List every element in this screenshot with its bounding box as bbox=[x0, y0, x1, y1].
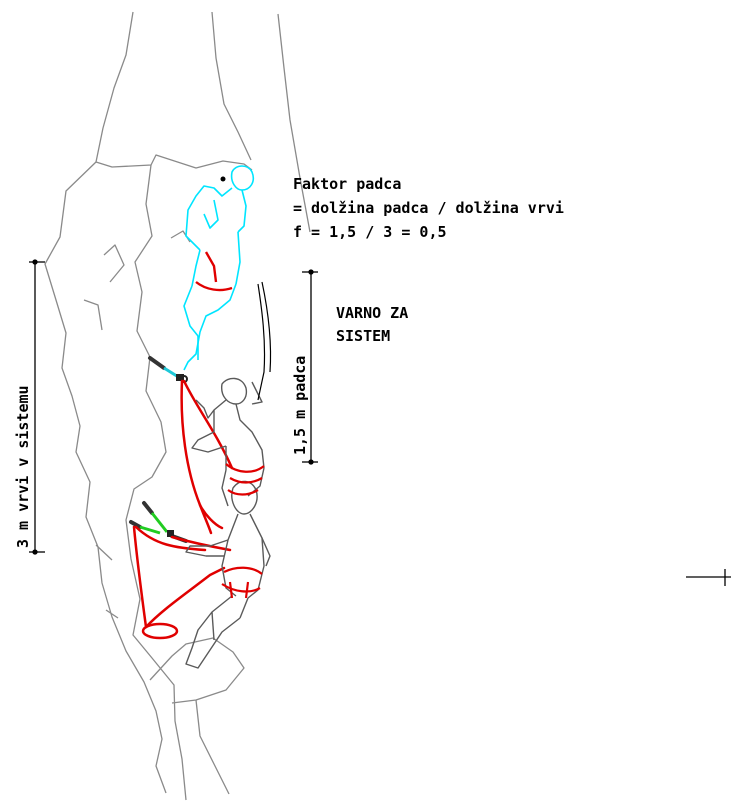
fall-path-lines bbox=[258, 282, 271, 400]
formula-definition: = dolžina padca / dolžina vrvi bbox=[293, 199, 564, 217]
bolt-marker bbox=[221, 177, 226, 182]
formula-calculation: f = 1,5 / 3 = 0,5 bbox=[293, 223, 447, 241]
safety-note-line2: SISTEM bbox=[336, 327, 390, 345]
safety-note-line1: VARNO ZA bbox=[336, 304, 408, 322]
falling-climber-harness bbox=[196, 252, 232, 290]
formula-title: Faktor padca bbox=[293, 175, 401, 193]
anchor-slings bbox=[131, 503, 186, 541]
lead-climber bbox=[192, 378, 264, 506]
label-fall-length: 1,5 m padca bbox=[291, 356, 309, 455]
edge-marker bbox=[686, 569, 731, 586]
lead-climber-harness bbox=[226, 464, 264, 495]
top-quickdraw bbox=[150, 358, 187, 382]
belayer-harness bbox=[222, 568, 262, 598]
falling-climber bbox=[184, 166, 253, 370]
label-rope-in-system: 3 m vrvi v sistemu bbox=[14, 385, 32, 548]
rock-face bbox=[45, 12, 310, 800]
belayer-climber bbox=[186, 481, 270, 668]
